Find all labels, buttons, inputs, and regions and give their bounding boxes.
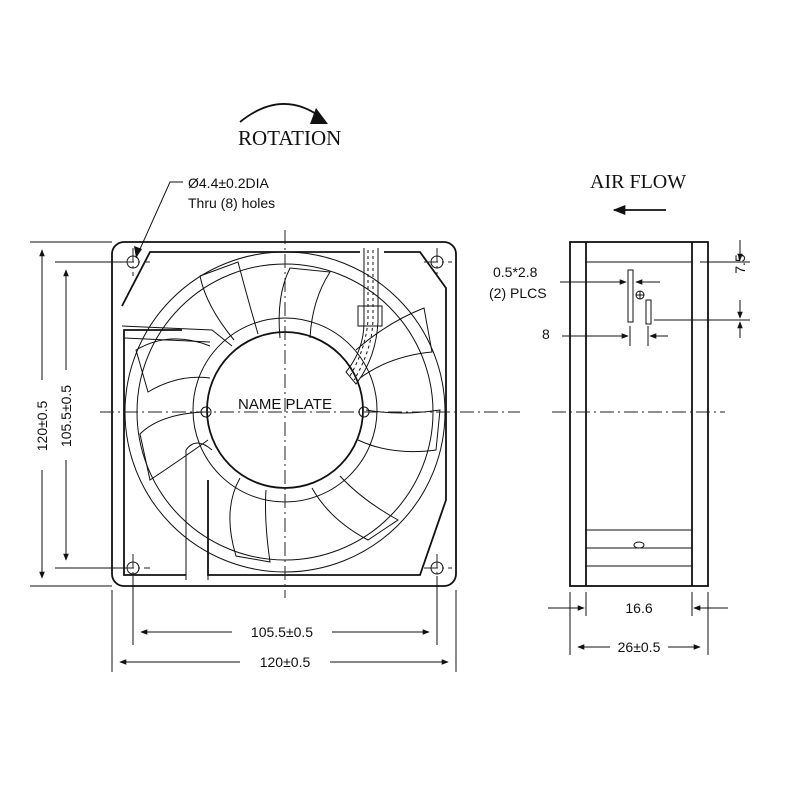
rotation-indicator: ROTATION (238, 103, 341, 150)
terminal-spec-line2: (2) PLCS (489, 285, 547, 301)
front-dimensions: 120±0.5 105.5±0.5 105.5±0.5 120±0.5 (30, 241, 457, 672)
hole-callout: Ø4.4±0.2DIA Thru (8) holes (134, 175, 275, 259)
front-vertical-hole-pitch-dimension: 105.5±0.5 (58, 385, 74, 447)
side-inner-depth-dimension: 16.6 (625, 600, 652, 616)
wire-harness (345, 248, 383, 385)
air-flow-indicator: AIR FLOW (590, 171, 686, 216)
side-dimensions: 16.6 26±0.5 (548, 592, 728, 655)
front-view: NAME PLATE (100, 230, 520, 598)
air-flow-label: AIR FLOW (590, 171, 686, 193)
fan-blades (135, 261, 441, 563)
side-terminal-spacing-dimension: 8 (542, 326, 550, 342)
side-view: 0.5*2.8 (2) PLCS 8 7.5 (489, 240, 750, 587)
side-depth-dimension: 26±0.5 (618, 639, 661, 655)
terminal-spec-line1: 0.5*2.8 (493, 264, 538, 280)
rotation-label: ROTATION (238, 126, 341, 150)
rotation-arrow-icon (239, 103, 323, 123)
fan-frame (111, 241, 457, 587)
side-terminal-offset-dimension: 7.5 (732, 254, 748, 274)
side-frame (569, 241, 709, 587)
hole-spec-line1: Ø4.4±0.2DIA (188, 175, 269, 191)
terminals (627, 269, 652, 325)
front-horizontal-hole-pitch-dimension: 105.5±0.5 (251, 624, 313, 640)
hole-spec-line2: Thru (8) holes (188, 195, 275, 211)
front-width-dimension: 120±0.5 (260, 654, 311, 670)
front-height-dimension: 120±0.5 (34, 401, 50, 452)
